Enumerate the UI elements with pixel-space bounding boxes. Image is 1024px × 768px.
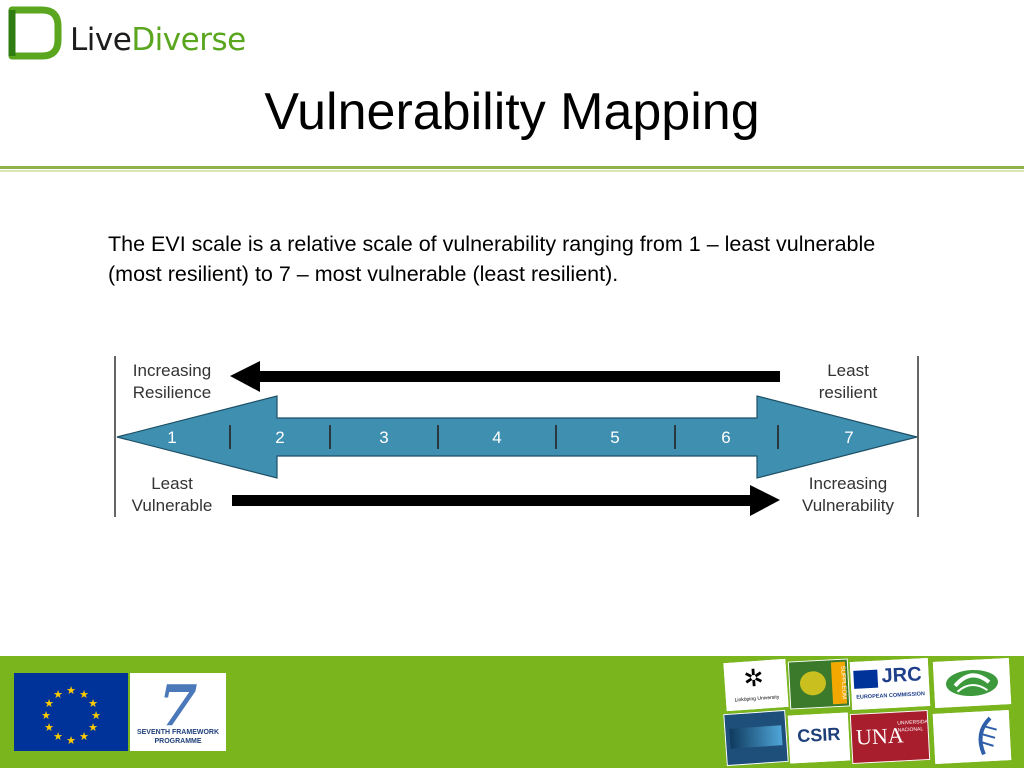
scale-number-4: 4 <box>492 428 501 447</box>
svg-text:★: ★ <box>88 721 98 734</box>
footer-bar: ★★★ ★★★ ★★★ ★★★ 7 SEVENTH FRAMEWORK PROG… <box>0 656 1024 768</box>
fp7-caption: SEVENTH FRAMEWORK PROGRAMME <box>134 728 222 746</box>
resilience-arrow <box>230 361 780 392</box>
label-increasing-resilience-2: Resilience <box>133 383 211 402</box>
brand-part-diverse: Diverse <box>131 22 246 58</box>
label-least-vulnerable-2: Vulnerable <box>132 496 213 515</box>
livediverse-logo: LiveDiverse <box>6 6 266 60</box>
svg-text:★: ★ <box>66 734 76 747</box>
svg-text:★: ★ <box>79 688 89 701</box>
svg-text:★: ★ <box>44 697 54 710</box>
green-emblem-icon <box>946 669 998 697</box>
label-increasing-resilience-1: Increasing <box>133 361 211 380</box>
title-divider <box>0 166 1024 169</box>
fp7-caption-line-1: SEVENTH FRAMEWORK <box>136 729 220 736</box>
scale-number-5: 5 <box>610 428 619 447</box>
brand-part-live: Live <box>70 22 132 58</box>
csir-name: CSIR <box>796 723 841 747</box>
evi-scale-diagram: 1 2 3 4 5 6 7 Increasing Resilience Leas… <box>114 356 919 517</box>
scale-number-6: 6 <box>721 428 730 447</box>
suppleom-globe-icon <box>799 670 827 696</box>
csir-logo: CSIR <box>787 712 851 764</box>
svg-text:★: ★ <box>41 709 51 722</box>
eu-flag-logo: ★★★ ★★★ ★★★ ★★★ <box>14 673 128 751</box>
partner-green-logo <box>932 658 1012 708</box>
label-least-vulnerable-1: Least <box>151 474 193 493</box>
label-increasing-vulnerability-1: Increasing <box>809 474 887 493</box>
suppleom-name: SUPPLEOM <box>830 661 848 705</box>
label-least-resilient-2: resilient <box>819 383 878 402</box>
blue-partner-logo <box>723 709 789 767</box>
jrc-flag-icon <box>853 669 879 689</box>
eu-stars-icon: ★★★ ★★★ ★★★ ★★★ <box>41 684 101 747</box>
suppleom-logo: SUPPLEOM <box>787 658 851 710</box>
title-divider-shadow <box>0 170 1024 172</box>
svg-text:★: ★ <box>53 730 63 743</box>
scale-number-3: 3 <box>379 428 388 447</box>
una-subtitle-line-2: NACIONAL <box>897 726 924 734</box>
jrc-subtitle: EUROPEAN COMMISSION <box>856 691 926 701</box>
scale-number-1: 1 <box>167 428 176 447</box>
slide-body-text: The EVI scale is a relative scale of vul… <box>108 232 876 286</box>
brand-name: LiveDiverse <box>70 22 246 58</box>
jrc-logo: JRC EUROPEAN COMMISSION <box>849 657 931 711</box>
slide-title: Vulnerability Mapping <box>264 83 760 141</box>
fp7-caption-line-2: PROGRAMME <box>154 738 202 745</box>
feather-icon <box>978 716 997 756</box>
vulnerability-arrow <box>232 485 780 516</box>
label-least-resilient-1: Least <box>827 361 869 380</box>
svg-text:★: ★ <box>53 688 63 701</box>
scale-number-2: 2 <box>275 428 284 447</box>
una-subtitle: UNIVERSIDAD NACIONAL <box>897 719 930 735</box>
feather-partner-logo <box>932 710 1012 764</box>
jrc-name: JRC <box>881 663 923 688</box>
svg-text:★: ★ <box>88 697 98 710</box>
label-increasing-vulnerability-2: Vulnerability <box>802 496 894 515</box>
svg-text:★: ★ <box>91 709 101 722</box>
linkoping-name: Linköping University <box>734 694 780 704</box>
scale-number-7: 7 <box>844 428 853 447</box>
scale-dividers <box>229 425 779 449</box>
linkoping-emblem-icon: ✲ <box>742 664 765 693</box>
scale-bar <box>116 395 918 479</box>
blue-partner-graphic <box>729 725 783 749</box>
svg-text:★: ★ <box>66 684 76 697</box>
svg-text:★: ★ <box>79 730 89 743</box>
fp7-number: 7 <box>158 673 198 739</box>
fp7-logo: 7 SEVENTH FRAMEWORK PROGRAMME <box>130 673 226 751</box>
logo-mark-icon <box>8 6 62 60</box>
una-logo: UNA UNIVERSIDAD NACIONAL <box>849 709 931 765</box>
svg-text:★: ★ <box>44 721 54 734</box>
linkoping-logo: ✲ Linköping University <box>723 658 789 712</box>
